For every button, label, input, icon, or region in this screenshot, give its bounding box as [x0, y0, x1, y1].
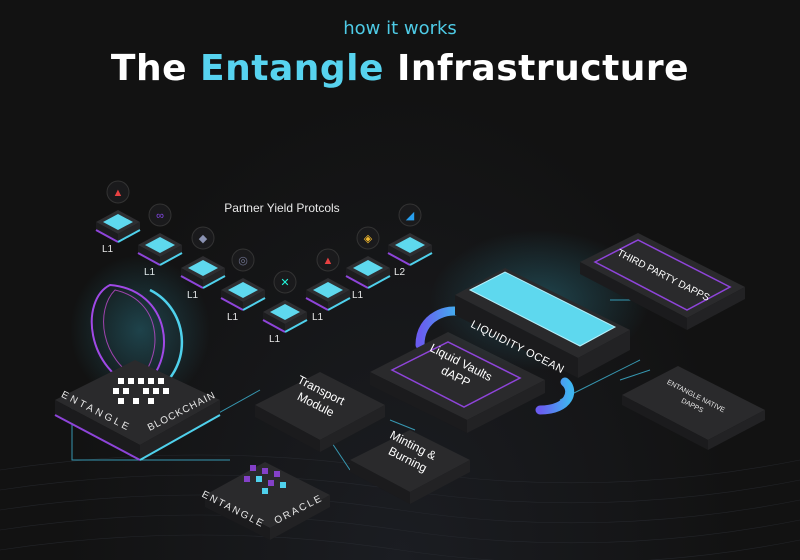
partner-tag: L1: [312, 312, 324, 323]
entangle-oracle-block[interactable]: ENTANGLE ORACLE: [200, 462, 330, 540]
ethereum-icon: ◆: [191, 226, 215, 250]
svg-text:◆: ◆: [199, 233, 208, 245]
third-party-dapps-block[interactable]: THIRD PARTY DAPPS: [580, 233, 745, 330]
svg-text:◎: ◎: [238, 255, 248, 267]
title-prefix: The: [110, 48, 187, 89]
page-title: The Entangle Infrastructure: [0, 48, 800, 89]
partner-tag: L2: [394, 267, 406, 278]
partner-node-6[interactable]: ▲ L1: [305, 248, 351, 323]
binance-icon: ◈: [356, 226, 380, 250]
partner-node-8[interactable]: ◢ L2: [387, 203, 433, 278]
partner-node-4[interactable]: ◎ L1: [220, 248, 266, 323]
partner-node-3[interactable]: ◆L1: [180, 226, 226, 301]
partner-node-1[interactable]: ▲ L1: [95, 180, 141, 255]
title-suffix: Infrastructure: [396, 48, 690, 89]
svg-text:◈: ◈: [364, 233, 373, 245]
partner-node-5[interactable]: ✕ L1: [262, 270, 308, 345]
tron-icon: ▲: [316, 248, 340, 272]
partner-yield-protocols: ▲ L1 ∞L1◆L1 ◎ L1 ✕ L1 ▲ L1 ◈ L1 ◢ L2: [95, 180, 433, 345]
partner-node-2[interactable]: ∞L1: [137, 203, 183, 278]
svg-text:▲: ▲: [113, 187, 124, 199]
svg-text:✕: ✕: [280, 277, 289, 289]
partner-tag: L1: [269, 334, 281, 345]
title-highlight: Entangle: [200, 48, 384, 89]
minting-label: Minting & Burning: [381, 428, 442, 478]
avalanche-icon: ▲: [106, 180, 130, 204]
cosmos-icon: ◎: [231, 248, 255, 272]
partner-tag: L1: [352, 290, 364, 301]
polygon-icon: ∞: [148, 203, 172, 227]
elrond-x-icon: ✕: [273, 270, 297, 294]
entangle-native-dapps-block[interactable]: ENTANGLE NATIVE DAPPS: [622, 366, 765, 450]
svg-text:◢: ◢: [406, 210, 415, 222]
entangle-blockchain-block[interactable]: ENTANGLE BLOCKCHAIN: [54, 255, 221, 461]
minting-burning-block[interactable]: Minting & Burning: [350, 428, 470, 504]
section-kicker: how it works: [343, 18, 457, 39]
svg-text:▲: ▲: [323, 255, 334, 267]
arbitrum-icon: ◢: [398, 203, 422, 227]
partner-tag: L1: [227, 312, 239, 323]
partners-label: Partner Yield Protcols: [224, 201, 339, 215]
partner-node-7[interactable]: ◈ L1: [345, 226, 391, 301]
partner-tag: L1: [102, 244, 114, 255]
transport-module-block[interactable]: Transport Module: [255, 372, 385, 452]
svg-text:∞: ∞: [156, 210, 164, 222]
